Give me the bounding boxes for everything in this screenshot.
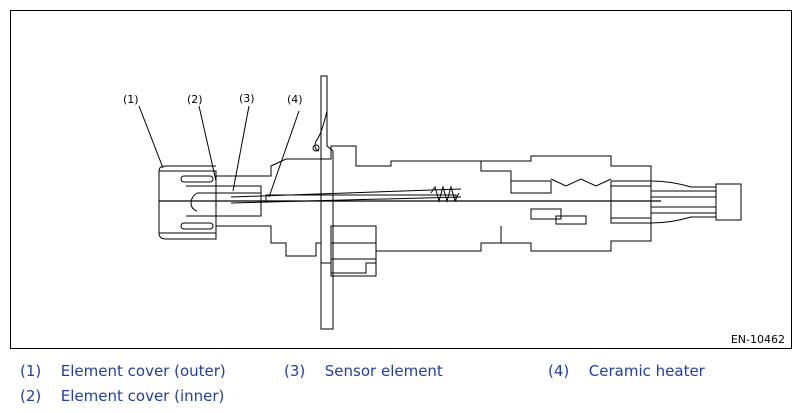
legend-num-1: (1) <box>20 362 42 380</box>
callout-3: (3) <box>239 92 255 105</box>
legend-num-4: (4) <box>548 362 570 380</box>
legend-item-3: (3) Sensor element <box>284 362 443 380</box>
diagram-frame: (1) (2) (3) (4) EN-10462 <box>10 10 792 349</box>
legend: (1) Element cover (outer) (2) Element co… <box>0 355 801 413</box>
legend-label-2: Element cover (inner) <box>60 387 225 405</box>
callout-1: (1) <box>123 93 139 106</box>
figure-id: EN-10462 <box>730 333 785 346</box>
legend-item-4: (4) Ceramic heater <box>548 362 705 380</box>
legend-label-1: Element cover (outer) <box>60 362 226 380</box>
legend-label-4: Ceramic heater <box>588 362 705 380</box>
legend-item-2: (2) Element cover (inner) <box>20 387 224 405</box>
legend-num-2: (2) <box>20 387 42 405</box>
callout-4: (4) <box>287 93 303 106</box>
legend-label-3: Sensor element <box>324 362 443 380</box>
legend-item-1: (1) Element cover (outer) <box>20 362 226 380</box>
oxygen-sensor-cross-section <box>138 75 742 330</box>
callout-2: (2) <box>187 93 203 106</box>
legend-num-3: (3) <box>284 362 306 380</box>
